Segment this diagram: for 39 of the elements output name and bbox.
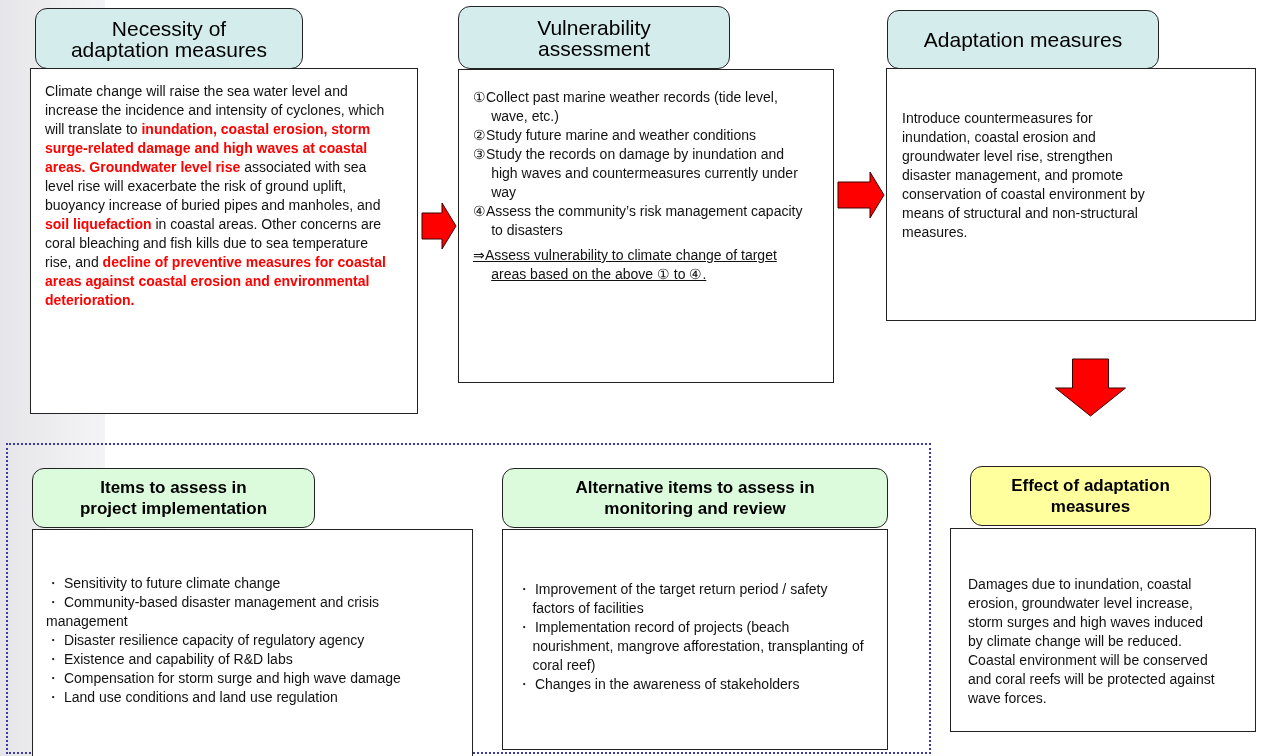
- heading-text: Vulnerability assessment: [536, 16, 652, 59]
- list-item-text: ・ Community-based disaster management and crisis management: [46, 593, 381, 631]
- heading-text: Items to assess in project implementation: [79, 477, 268, 519]
- description-box: [30, 68, 418, 414]
- heading-text: Necessity of adaptation measures: [69, 17, 269, 60]
- list-item-text: ・ Implementation record of projects (beach nourishment, mangrove afforestation, transplanting of coral reef): [517, 618, 865, 675]
- body-text: Introduce countermeasures for inundation, coastal erosion and groundwater level rise, strengthen disaster management, and promote conservation of coastal environment by means of structural and non-structural measures.: [902, 109, 1146, 242]
- block-arrow: [1055, 358, 1126, 417]
- list-item-text: ・ Changes in the awareness of stakeholders: [517, 675, 801, 694]
- block-arrow: [837, 171, 885, 219]
- list-item-text: ⇒Assess vulnerability to climate change of target areas based on the above ① to ④.: [473, 246, 778, 284]
- list-item-text: ③Study the records on damage by inundation and high waves and countermeasures currently under way: [473, 145, 799, 202]
- list-item-text: ・ Compensation for storm surge and high wave damage: [46, 669, 402, 688]
- list-item-text: ・ Existence and capability of R&D labs: [46, 650, 294, 669]
- heading-text: Effect of adaptation measures: [1010, 475, 1171, 517]
- section-heading-tab: [32, 468, 315, 528]
- list-item-text: ・ Land use conditions and land use regulation: [46, 688, 339, 707]
- section-heading-tab: [970, 466, 1211, 526]
- description-box: [950, 528, 1256, 732]
- list-item-text: ②Study future marine and weather conditions: [473, 126, 758, 145]
- section-heading-tab: [458, 6, 730, 69]
- section-heading-tab: [887, 10, 1159, 69]
- description-box: [458, 69, 834, 383]
- body-text: Climate change will raise the sea water level and increase the incidence and intensity of cyclones, which will translate to inundation, coastal erosion, storm surge-related damage and high waves at coastal areas. Groundwater level rise associated with sea level rise will exacerbate the risk of ground uplift, buoyancy increase of buried pipes and manholes, and soil liquefaction in coastal areas. Other concerns are coral bleaching and fish kills due to sea temperature rise, and decline of preventive measures for coastal areas against coastal erosion and environmental deterioration.: [45, 82, 387, 310]
- dotted-group-frame: [6, 443, 931, 754]
- list-item-text: ・ Sensitivity to future climate change: [46, 574, 282, 593]
- list-item-text: ・ Disaster resilience capacity of regulatory agency: [46, 631, 366, 650]
- block-arrow: [421, 202, 457, 250]
- list-item-text: ①Collect past marine weather records (tide level, wave, etc.): [473, 88, 779, 126]
- list-item-text: ④Assess the community’s risk management capacity to disasters: [473, 202, 804, 240]
- heading-text: Alternative items to assess in monitoring and review: [574, 477, 816, 519]
- body-text: Damages due to inundation, coastal erosion, groundwater level increase, storm surges and high waves induced by climate change will be reduced. Coastal environment will be conserved and coral reefs will be protected against wave forces.: [968, 575, 1216, 708]
- heading-text: Adaptation measures: [923, 29, 1123, 50]
- section-heading-tab: [35, 8, 303, 69]
- section-heading-tab: [502, 468, 888, 528]
- list-box: [32, 529, 473, 756]
- description-box: [886, 68, 1256, 321]
- list-box: [502, 529, 888, 750]
- list-item-text: ・ Improvement of the target return period / safety factors of facilities: [517, 580, 829, 618]
